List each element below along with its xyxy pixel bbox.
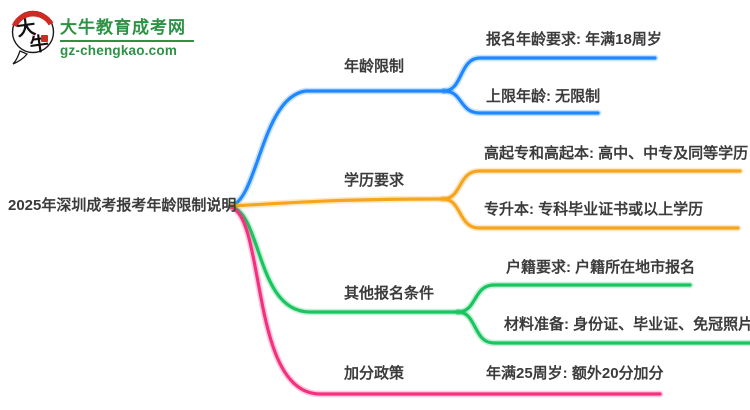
subbranch-line-materials [456,310,750,345]
subtopic-age-maximum: 上限年龄: 无限制 [486,88,601,105]
branch-line-bonus-policy [229,205,662,396]
branch-lines-other-conditions [227,203,750,347]
root-topic: 2025年深圳成考报考年龄限制说明 [8,197,237,214]
logo-divider [60,40,194,42]
daniu-badge-icon: 大 牛 [11,10,55,65]
branch-line-other-conditions [229,205,460,314]
subbranch-line-college-upgrade [441,197,740,230]
logo-site-url: gz-chengkao.com [60,43,178,58]
branch-lines-education [227,167,744,232]
subbranch-line-age-max [442,89,600,115]
subtopic-age-minimum: 报名年龄要求: 年满18周岁 [486,31,662,48]
branch-topic-education: 学历要求 [344,172,405,189]
branch-lines-bonus-policy [227,203,664,398]
subtopic-highschool-level: 高起专和高起本: 高中、中专及同等学历 [484,145,749,162]
logo-site-name: 大牛教育成考网 [60,18,186,37]
branch-topic-other-conditions: 其他报名条件 [344,285,435,302]
branch-topic-age-limit: 年龄限制 [344,58,405,75]
subbranch-line-age-min [442,56,657,93]
site-logo: 大 牛 大牛教育成考网 gz-chengkao.com [10,6,220,65]
branch-lines-age-limit [227,54,659,210]
logo-text-block: 大牛教育成考网 gz-chengkao.com [60,18,194,58]
branch-line-education [229,197,445,208]
subbranch-line-highschool-level [441,169,742,201]
subtopic-household: 户籍要求: 户籍所在地市报名 [506,259,696,276]
subtopic-materials: 材料准备: 身份证、毕业证、免冠照片 [504,316,750,333]
branch-line-age-limit [229,89,446,208]
subtopic-college-upgrade: 专升本: 专科毕业证书或以上学历 [484,201,704,218]
subtopic-bonus-age25: 年满25周岁: 额外20分加分 [486,365,664,382]
svg-text:大: 大 [15,15,37,40]
branch-topic-bonus-policy: 加分政策 [344,365,405,382]
subbranch-line-household [456,283,692,314]
